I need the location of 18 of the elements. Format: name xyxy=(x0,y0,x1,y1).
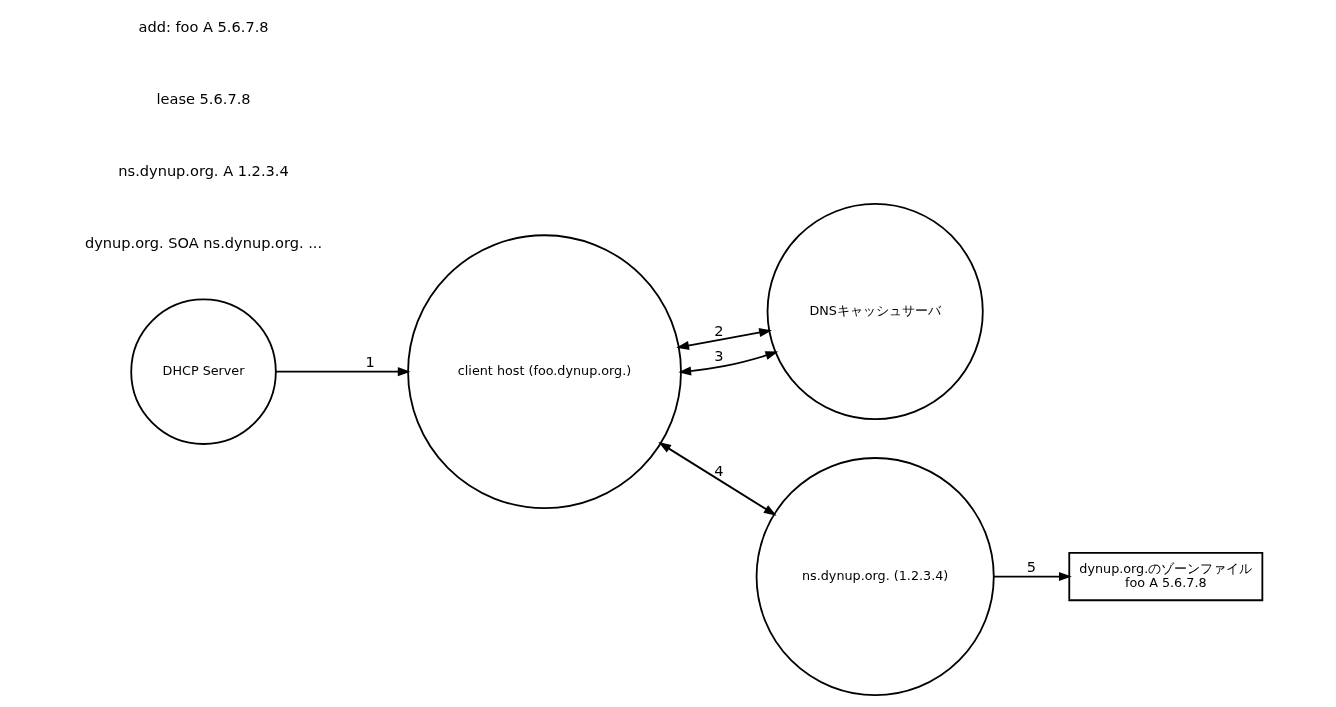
edge-label: 3 xyxy=(713,347,723,365)
edge-label: 4 xyxy=(713,462,723,480)
edge-label: 2 xyxy=(713,321,723,339)
arrow xyxy=(992,572,1072,582)
label: ns.dynup.org. A 1.2.3.4 xyxy=(117,161,289,179)
node-box: dynup.org.のゾーンファイル foo A 5.6.7.8 xyxy=(1067,552,1263,602)
label: lease 5.6.7.8 xyxy=(155,89,251,107)
node-circle: ns.dynup.org. (1.2.3.4) xyxy=(755,457,995,697)
arrow xyxy=(677,351,778,376)
arrow xyxy=(675,328,772,350)
node-circle: DHCP Server xyxy=(129,298,277,445)
node-circle: client host (foo.dynup.org.) xyxy=(406,234,682,510)
arrow xyxy=(657,442,777,516)
label: dynup.org. SOA ns.dynup.org. ... xyxy=(84,233,322,251)
label: add: foo A 5.6.7.8 xyxy=(137,17,269,35)
edge-label: 1 xyxy=(365,352,375,370)
arrow xyxy=(274,367,411,377)
edge-label: 5 xyxy=(1026,557,1036,575)
